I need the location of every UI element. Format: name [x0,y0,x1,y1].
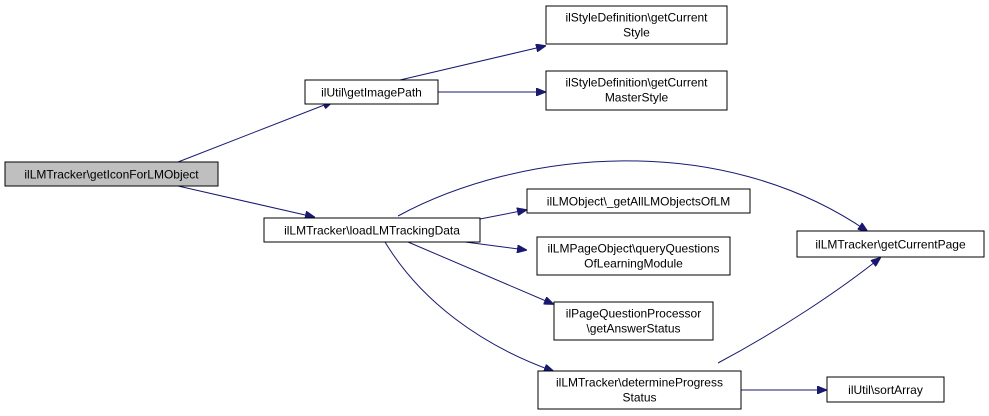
node-loadLMTrackingData[interactable]: ilLMTracker\loadLMTrackingData [263,217,481,243]
node-getCurrentMasterStyle[interactable]: ilStyleDefinition\getCurrent MasterStyle [545,70,728,111]
node-getCurrentStyle[interactable]: ilStyleDefinition\getCurrent Style [545,5,728,45]
edge-determineProgressStatus-to-getCurrentPage [717,258,880,364]
node-getAllLMObjectsOfLM[interactable]: ilLMObject\_getAllLMObjectsOfLM [526,188,751,214]
node-getAnswerStatus[interactable]: ilPageQuestionProcessor \getAnswerStatus [553,301,714,341]
node-getImagePath-label: ilUtil\getImagePath [321,86,422,100]
edge-getIconForLMObject-to-getImagePath [177,102,332,163]
node-getCurrentStyle-label-line1: ilStyleDefinition\getCurrent [565,11,708,25]
node-sortArray-label: ilUtil\sortArray [848,383,923,397]
node-getCurrentPage[interactable]: ilLMTracker\getCurrentPage [796,230,985,258]
edge-loadLMTrackingData-to-getAllLMObjectsOfLM [479,210,526,220]
node-getIconForLMObject[interactable]: ilLMTracker\getIconForLMObject [4,161,219,187]
node-loadLMTrackingData-label: ilLMTracker\loadLMTrackingData [284,224,460,238]
node-getAnswerStatus-label-line1: ilPageQuestionProcessor [566,307,701,321]
edge-loadLMTrackingData-to-getAnswerStatus [407,241,553,304]
node-getIconForLMObject-label: ilLMTracker\getIconForLMObject [24,168,199,182]
node-determineProgressStatus[interactable]: ilLMTracker\determineProgress Status [537,370,742,410]
node-getCurrentPage-label: ilLMTracker\getCurrentPage [815,238,966,252]
edge-loadLMTrackingData-to-determineProgressStatus [384,241,553,371]
node-queryQuestions-label-line1: ilLMPageObject\queryQuestions [547,242,719,256]
node-determineProgressStatus-label-line1: ilLMTracker\determineProgress [556,376,723,390]
node-getCurrentMasterStyle-label-line2: MasterStyle [605,91,669,105]
node-determineProgressStatus-label-line2: Status [622,391,656,405]
edge-loadLMTrackingData-to-getCurrentPage [397,160,867,231]
node-getCurrentMasterStyle-label-line1: ilStyleDefinition\getCurrent [565,76,708,90]
node-getImagePath[interactable]: ilUtil\getImagePath [304,79,439,105]
node-queryQuestions-label-line2: OfLearningModule [584,257,683,271]
node-getCurrentStyle-label-line2: Style [623,26,650,40]
node-getAllLMObjectsOfLM-label: ilLMObject\_getAllLMObjectsOfLM [547,195,730,209]
node-sortArray[interactable]: ilUtil\sortArray [826,376,945,403]
edge-getIconForLMObject-to-loadLMTrackingData [177,185,314,217]
edge-getImagePath-to-getCurrentStyle [399,46,545,81]
node-getAnswerStatus-label-line2: \getAnswerStatus [586,322,680,336]
node-queryQuestionsOfLearningModule[interactable]: ilLMPageObject\queryQuestions OfLearning… [536,236,731,276]
